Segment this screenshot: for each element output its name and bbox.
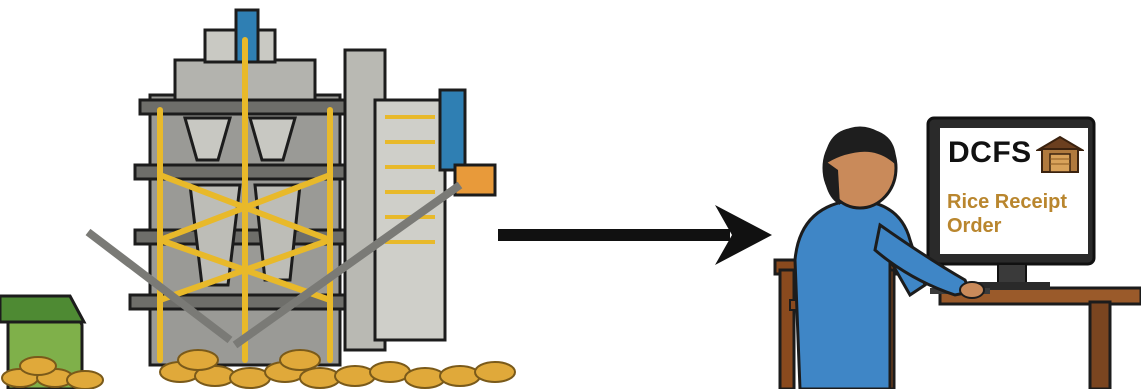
document-title-line-1: Rice Receipt xyxy=(947,191,1068,213)
app-title: DCFS xyxy=(948,136,1032,169)
monitor-screen: DCFS Rice Receipt Order xyxy=(940,128,1088,254)
warehouse-icon xyxy=(1036,135,1084,173)
rice-mill-illustration xyxy=(0,8,516,389)
document-title-line-2: Order xyxy=(947,215,1002,237)
document-title: Rice Receipt Order xyxy=(947,190,1087,238)
right-arrow-icon xyxy=(498,205,772,265)
